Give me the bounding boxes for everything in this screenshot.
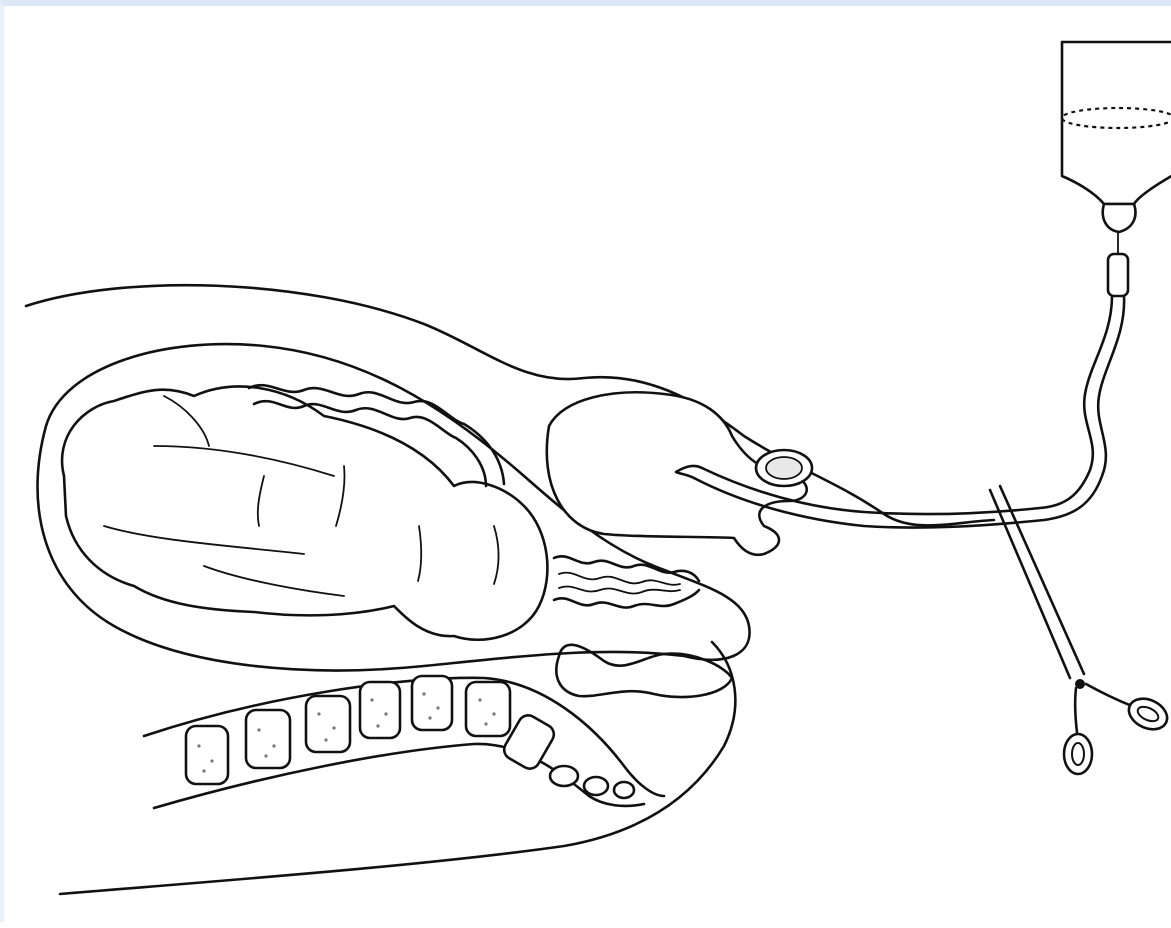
vertebra-3 xyxy=(306,696,350,752)
coccyx-1 xyxy=(550,766,578,786)
vertebrae xyxy=(186,676,634,798)
vertebra-5 xyxy=(412,676,452,730)
clamp-jaw-2 xyxy=(1000,486,1084,674)
bag-neck xyxy=(1103,204,1136,232)
tube-clamp-icon xyxy=(990,486,1171,774)
organ-mass xyxy=(62,386,547,639)
enema-bag xyxy=(1062,42,1171,204)
vertebra-1 xyxy=(186,726,228,784)
coccyx-3 xyxy=(614,782,634,798)
vertebra-2 xyxy=(246,710,290,768)
vertebra-6 xyxy=(466,682,510,736)
glans-inner xyxy=(766,457,802,479)
enema-procedure-diagram xyxy=(4,6,1171,928)
rectum-upper-wall xyxy=(554,556,699,581)
clamp-handle-2 xyxy=(1086,684,1132,706)
coccyx-2 xyxy=(584,777,608,795)
clamp-ring-1-hole xyxy=(1072,743,1084,765)
rectum-inner-lower xyxy=(559,586,680,593)
body-outline-lower xyxy=(60,642,735,894)
vertebra-4 xyxy=(360,682,400,738)
rectum-inner-upper xyxy=(559,573,680,585)
clamp-pivot xyxy=(1075,679,1085,689)
tube-connector xyxy=(1108,254,1128,296)
clamp-handle-1 xyxy=(1075,688,1078,740)
